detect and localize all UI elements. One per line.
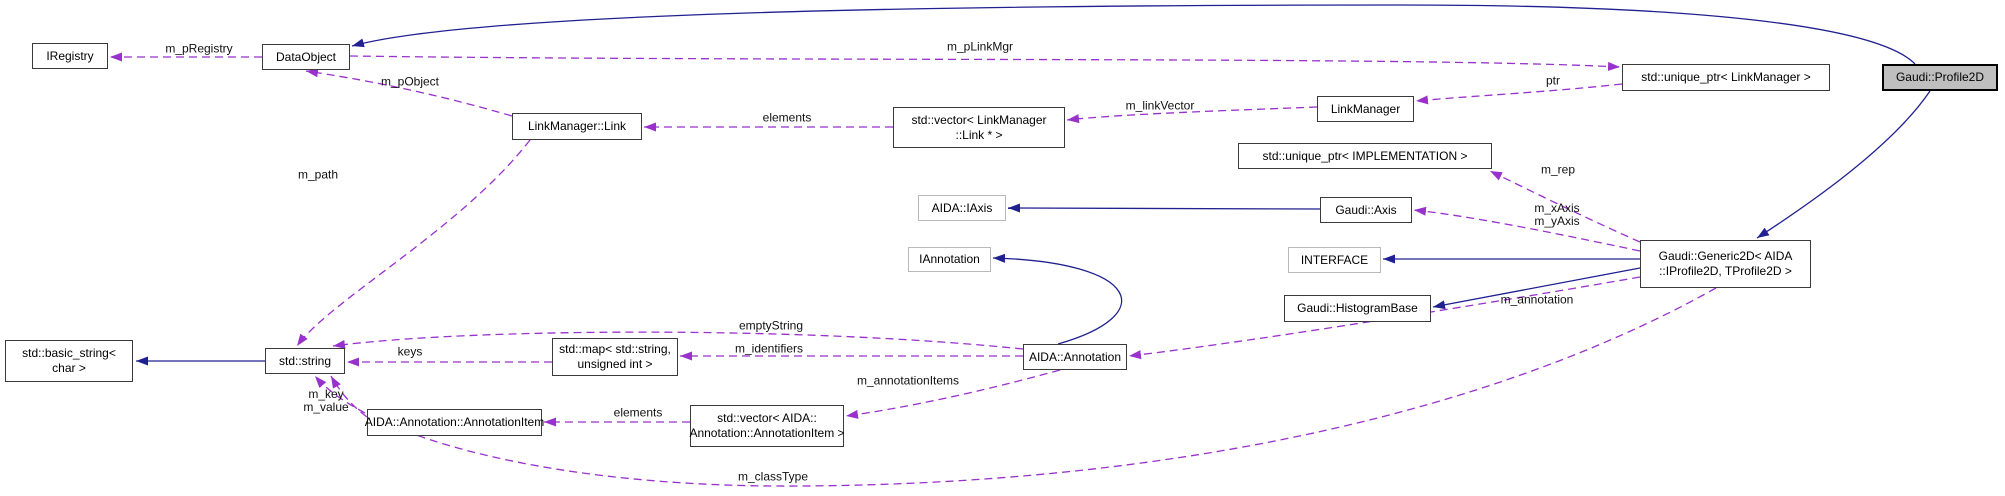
edge-label-m-pobject: m_pObject — [380, 74, 440, 89]
edge-label-m-key-m-value: m_key m_value — [303, 387, 349, 414]
edge-inherit-annotation-iannotation — [992, 253, 1123, 345]
node-label: ::IProfile2D, TProfile2D > — [1659, 264, 1792, 278]
edge-label-m-classtype: m_classType — [737, 469, 809, 484]
node-label: ::Link * > — [955, 127, 1003, 142]
node-label: Gaudi::Axis — [1335, 202, 1397, 217]
node-aida-iaxis[interactable]: AIDA::IAxis — [918, 195, 1006, 221]
node-std-map[interactable]: std::map< std::string, unsigned int > — [552, 338, 678, 376]
edge-m-xaxis-m-yaxis — [1413, 206, 1641, 252]
node-linkmanager-link[interactable]: LinkManager::Link — [512, 113, 642, 140]
node-dataobject[interactable]: DataObject — [262, 44, 350, 70]
edge-inherit-profile2d-generic2d — [1756, 90, 1931, 239]
edge-label-emptystring: emptyString — [738, 318, 804, 333]
node-label: std::vector< LinkManager — [911, 112, 1047, 127]
node-label: INTERFACE — [1300, 252, 1369, 267]
edge-label-m-rep: m_rep — [1540, 162, 1576, 177]
node-aida-annotation[interactable]: AIDA::Annotation — [1023, 344, 1127, 370]
node-label: Gaudi::Profile2D — [1895, 70, 1985, 84]
node-linkmanager[interactable]: LinkManager — [1317, 96, 1414, 122]
edge-inherit-profile2d-dataobject — [351, 4, 1916, 65]
node-label: DataObject — [275, 49, 337, 64]
node-iannotation[interactable]: IAnnotation — [908, 247, 991, 272]
node-gaudi-profile2d[interactable]: Gaudi::Profile2D — [1882, 64, 1998, 91]
edge-emptystring — [332, 331, 1024, 350]
edge-m-linkvector — [1066, 106, 1318, 124]
node-label: std::string — [278, 353, 332, 368]
edge-m-annotationitems — [845, 369, 1061, 419]
node-annotation-item[interactable]: AIDA::Annotation::AnnotationItem — [364, 409, 545, 436]
edge-m-rep — [1489, 170, 1641, 243]
node-iregistry[interactable]: IRegistry — [32, 43, 108, 69]
edge-label-m-annotationitems: m_annotationItems — [856, 373, 960, 388]
edge-m-annotation — [1128, 276, 1641, 360]
edge-ptr — [1415, 83, 1623, 105]
edge-m-classtype — [314, 287, 1717, 487]
node-unique-ptr-implementation[interactable]: std::unique_ptr< IMPLEMENTATION > — [1238, 143, 1492, 169]
node-label: LinkManager::Link — [527, 119, 627, 133]
edge-label-m-identifiers: m_identifiers — [734, 341, 804, 356]
node-gaudi-axis[interactable]: Gaudi::Axis — [1320, 197, 1412, 223]
edge-label-ptr: ptr — [1545, 73, 1561, 88]
edge-label-m-plinkmgr: m_pLinkMgr — [946, 39, 1014, 54]
node-label: std::unique_ptr< IMPLEMENTATION > — [1262, 148, 1468, 163]
node-label: std::vector< AIDA:: — [717, 411, 817, 425]
node-label: Annotation::AnnotationItem > — [689, 426, 845, 440]
node-vector-linkmanager-link[interactable]: std::vector< LinkManager ::Link * > — [893, 107, 1065, 148]
node-basic-string[interactable]: std::basic_string< char > — [5, 340, 133, 382]
node-label: char > — [52, 361, 86, 375]
node-label: AIDA::IAxis — [931, 200, 993, 215]
node-std-string[interactable]: std::string — [265, 348, 345, 374]
node-label: LinkManager — [1330, 101, 1401, 116]
node-label: Gaudi::Generic2D< AIDA — [1658, 249, 1793, 263]
edge-label-m-path: m_path — [297, 167, 339, 182]
node-vector-annotation-item[interactable]: std::vector< AIDA:: Annotation::Annotati… — [689, 405, 845, 447]
node-label: std::basic_string< — [22, 346, 116, 360]
node-label: IAnnotation — [919, 252, 980, 266]
node-label: std::map< std::string, — [559, 342, 671, 356]
node-label: std::unique_ptr< LinkManager > — [1641, 70, 1811, 84]
edge-label-m-linkvector: m_linkVector — [1125, 98, 1195, 113]
edge-inherit-axis-iaxis — [1007, 203, 1321, 213]
edge-m-path — [296, 139, 531, 347]
node-gaudi-generic2d[interactable]: Gaudi::Generic2D< AIDA ::IProfile2D, TPr… — [1640, 240, 1811, 288]
edge-m-pobject — [305, 68, 513, 117]
edge-inherit-generic2d-histogrambase — [1432, 267, 1641, 310]
node-label: unsigned int > — [577, 357, 653, 371]
edge-label-keys: keys — [397, 344, 423, 359]
node-label: AIDA::Annotation::AnnotationItem — [364, 415, 545, 429]
node-label: IRegistry — [46, 48, 94, 63]
edge-label-elements-bottom: elements — [613, 405, 663, 420]
edge-label-m-xaxis-m-yaxis: m_xAxis m_yAxis — [1534, 201, 1580, 228]
node-interface[interactable]: INTERFACE — [1288, 247, 1381, 273]
edge-m-key-m-value — [330, 375, 368, 418]
edge-label-m-annotation: m_annotation — [1500, 292, 1574, 307]
edge-label-elements-top: elements — [762, 110, 812, 125]
edge-label-m-pregistry: m_pRegistry — [165, 41, 233, 56]
node-label: AIDA::Annotation — [1028, 349, 1122, 364]
node-unique-ptr-linkmanager[interactable]: std::unique_ptr< LinkManager > — [1622, 64, 1830, 91]
edge-m-plinkmgr — [349, 55, 1621, 71]
node-label: Gaudi::HistogramBase — [1297, 301, 1418, 315]
node-gaudi-histogrambase[interactable]: Gaudi::HistogramBase — [1284, 295, 1431, 322]
